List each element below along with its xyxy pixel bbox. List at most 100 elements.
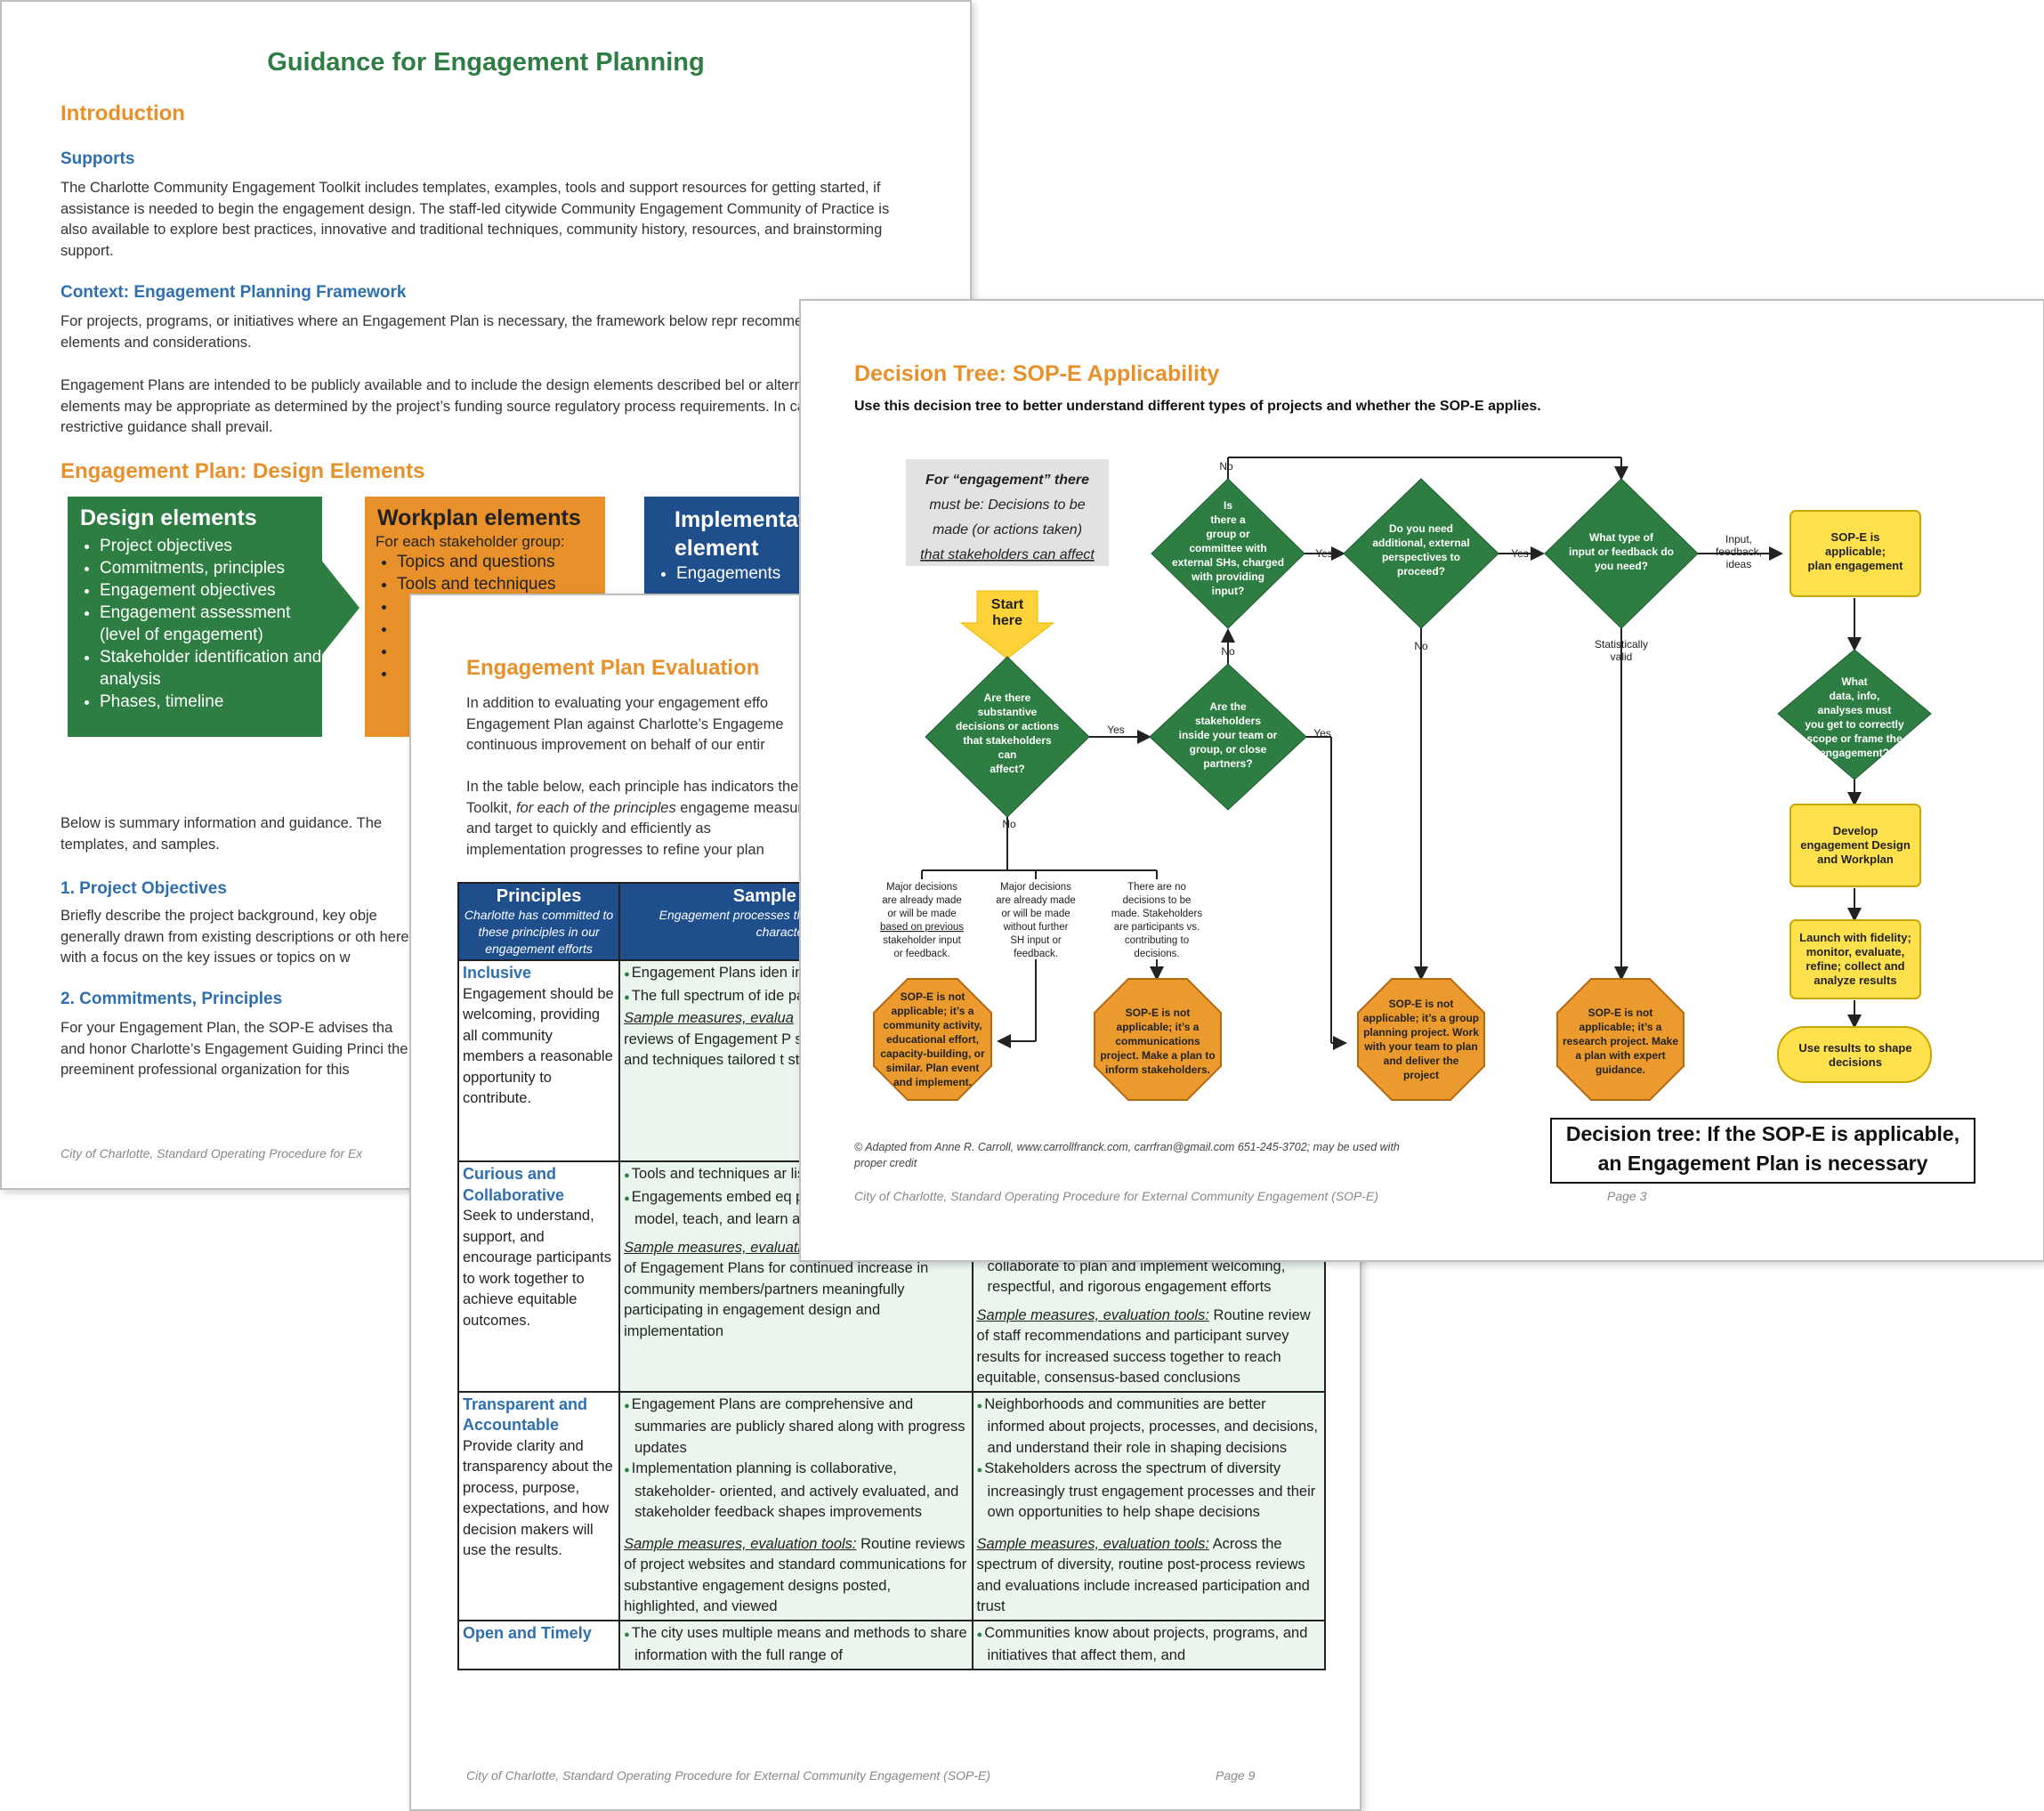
branch-note: feedback. <box>1014 949 1058 959</box>
octagon-text: project <box>1403 1069 1439 1081</box>
octagon-text: applicable; it’s a group <box>1363 1012 1479 1024</box>
workplan-elements-list: Topics and questions Tools and technique… <box>365 551 605 684</box>
design-elements-box: Design elements Project objectives Commi… <box>68 497 322 737</box>
heading-commitments: 2. Commitments, Principles <box>61 990 283 1008</box>
diamond-text: perspectives to <box>1382 551 1460 563</box>
subheading-context: Context: Engagement Planning Framework <box>61 283 407 302</box>
section-heading-introduction: Introduction <box>61 101 185 125</box>
box-text: refine; collect and <box>1806 959 1904 973</box>
diamond-text: affect? <box>990 763 1024 775</box>
outcome-box-use-results <box>1777 1026 1932 1083</box>
octagon-text: SOP-E is not <box>1126 1007 1191 1019</box>
branch-note: Major decisions <box>886 882 957 893</box>
diamond-text: partners? <box>1203 757 1252 770</box>
note-line: that stakeholders can affect <box>920 547 1095 562</box>
diamond-text: analyses must <box>1818 704 1892 716</box>
outcome-box-applicable <box>1790 510 1921 597</box>
diamond-text: scope or frame the <box>1806 732 1903 745</box>
octagon-text: communications <box>1115 1035 1200 1047</box>
diamond-text: Is <box>1224 499 1232 512</box>
box-text: monitor, evaluate, <box>1806 945 1905 958</box>
edge-label-no: No <box>1414 640 1428 652</box>
branch-note: stakeholder input <box>883 935 961 946</box>
section-heading-decision-tree: Decision Tree: SOP-E Applicability <box>854 361 1220 386</box>
edge-label-yes: Yes <box>1511 547 1529 560</box>
measures-text: Routine reviews of project websites and … <box>624 1535 967 1615</box>
note-box <box>906 459 1109 566</box>
measures-label: Sample measures, evaluation tools: <box>624 1535 857 1552</box>
list-item: Tools and techniques <box>397 573 605 595</box>
outcome-cell: Communities know about projects, program… <box>971 1619 1327 1670</box>
diamond-text: substantive <box>978 706 1038 718</box>
implementation-elements-list: Engagements <box>644 562 965 585</box>
bullet-item: Engagement Plans are comprehensive and s… <box>624 1395 967 1459</box>
principle-name: Inclusive <box>463 964 532 982</box>
text-span: In the table below, each principle has i… <box>466 779 799 816</box>
edge-label-statistical: valid <box>1611 651 1633 663</box>
octagon-text: applicable; it’s a <box>892 1005 974 1017</box>
list-item: Engagement assessment (level of engageme… <box>100 602 322 646</box>
indicator-cell: The city uses multiple means and methods… <box>618 1619 974 1670</box>
edge-label-no: No <box>1002 818 1016 830</box>
diamond-text: external SHs, charged <box>1172 556 1284 569</box>
page-footer: City of Charlotte, Standard Operating Pr… <box>854 1189 1379 1203</box>
start-label: Start <box>991 597 1024 612</box>
outcome-cell: Neighborhoods and communities are better… <box>971 1390 1327 1621</box>
document-page-decision-tree: Decision Tree: SOP-E Applicability Use t… <box>799 299 2044 1262</box>
branch-note: or feedback. <box>893 949 949 959</box>
list-item: Phases, timeline <box>100 691 322 713</box>
box-text: engagement Design <box>1800 838 1911 852</box>
supports-paragraph: The Charlotte Community Engagement Toolk… <box>61 180 890 259</box>
list-item: Commitments, principles <box>100 557 322 579</box>
bullet-item: Stakeholders across the spectrum of dive… <box>977 1459 1321 1524</box>
decision-diamond-substantive <box>925 656 1090 818</box>
decision-diamond-external <box>1343 478 1499 629</box>
box-text: and Workplan <box>1817 853 1894 866</box>
note-line: must be: Decisions to be <box>929 497 1085 513</box>
octagon-community-activity <box>873 978 992 1101</box>
page-footer: City of Charlotte, Standard Operating Pr… <box>61 1146 363 1160</box>
section-heading-design: Engagement Plan: Design Elements <box>61 459 425 483</box>
branch-note: decisions. <box>1134 949 1179 959</box>
branch-note: without further <box>1003 922 1069 933</box>
bullet-item: Implementation planning is collaborative… <box>624 1459 967 1524</box>
branch-note: are already made <box>882 895 962 906</box>
list-item: Topics and questions <box>397 551 605 573</box>
diamond-text: there a <box>1210 513 1246 526</box>
diamond-text: engagement? <box>1820 747 1889 759</box>
diamond-text: with providing <box>1191 570 1264 583</box>
credit-line: © Adapted from Anne R. Carroll, www.carr… <box>854 1141 1400 1153</box>
octagon-text: educational effort, <box>886 1033 979 1046</box>
table-row: Open and Timely The city uses multiple m… <box>456 1619 1327 1670</box>
indicator-cell: Engagement Plans are comprehensive and s… <box>618 1390 974 1621</box>
branch-note: or will be made <box>1001 909 1070 919</box>
principle-description: Seek to understand, support, and encoura… <box>463 1208 611 1329</box>
diamond-text: inside your team or <box>1179 729 1278 741</box>
branch-note: made. Stakeholders <box>1111 909 1203 919</box>
measures-label: Sample measures, evalua <box>624 1010 794 1026</box>
measures-label: Sample measures, evaluation tools: <box>976 1306 1209 1323</box>
measures-text: Routine review of staff recommendations … <box>976 1306 1311 1387</box>
branch-note: based on previous <box>880 922 964 933</box>
diamond-text: you need? <box>1595 560 1648 572</box>
octagon-research <box>1556 978 1684 1101</box>
principle-description: Provide clarity and transparency about t… <box>463 1437 613 1559</box>
decision-tree-intro: Use this decision tree to better underst… <box>854 399 1541 414</box>
branch-note: SH input or <box>1010 935 1062 946</box>
edge-label-yes: Yes <box>1313 727 1331 740</box>
octagon-text: applicable; it’s a <box>1579 1021 1662 1033</box>
decision-diamond-stakeholders <box>1149 663 1307 811</box>
box-text: decisions <box>1829 1055 1882 1069</box>
box-text: Launch with fidelity; <box>1799 931 1911 944</box>
principle-name: Transparent and Accountable <box>463 1395 588 1435</box>
page-footer: City of Charlotte, Standard Operating Pr… <box>466 1768 991 1783</box>
diamond-text: decisions or actions <box>956 720 1059 732</box>
branch-note: decisions to be <box>1123 895 1192 906</box>
branch-note: contributing to <box>1125 935 1189 946</box>
box-text: SOP-E is <box>1831 530 1880 544</box>
decision-diamond-data <box>1777 649 1932 780</box>
octagon-communications <box>1094 978 1222 1101</box>
octagon-text: inform stakeholders. <box>1105 1063 1210 1076</box>
